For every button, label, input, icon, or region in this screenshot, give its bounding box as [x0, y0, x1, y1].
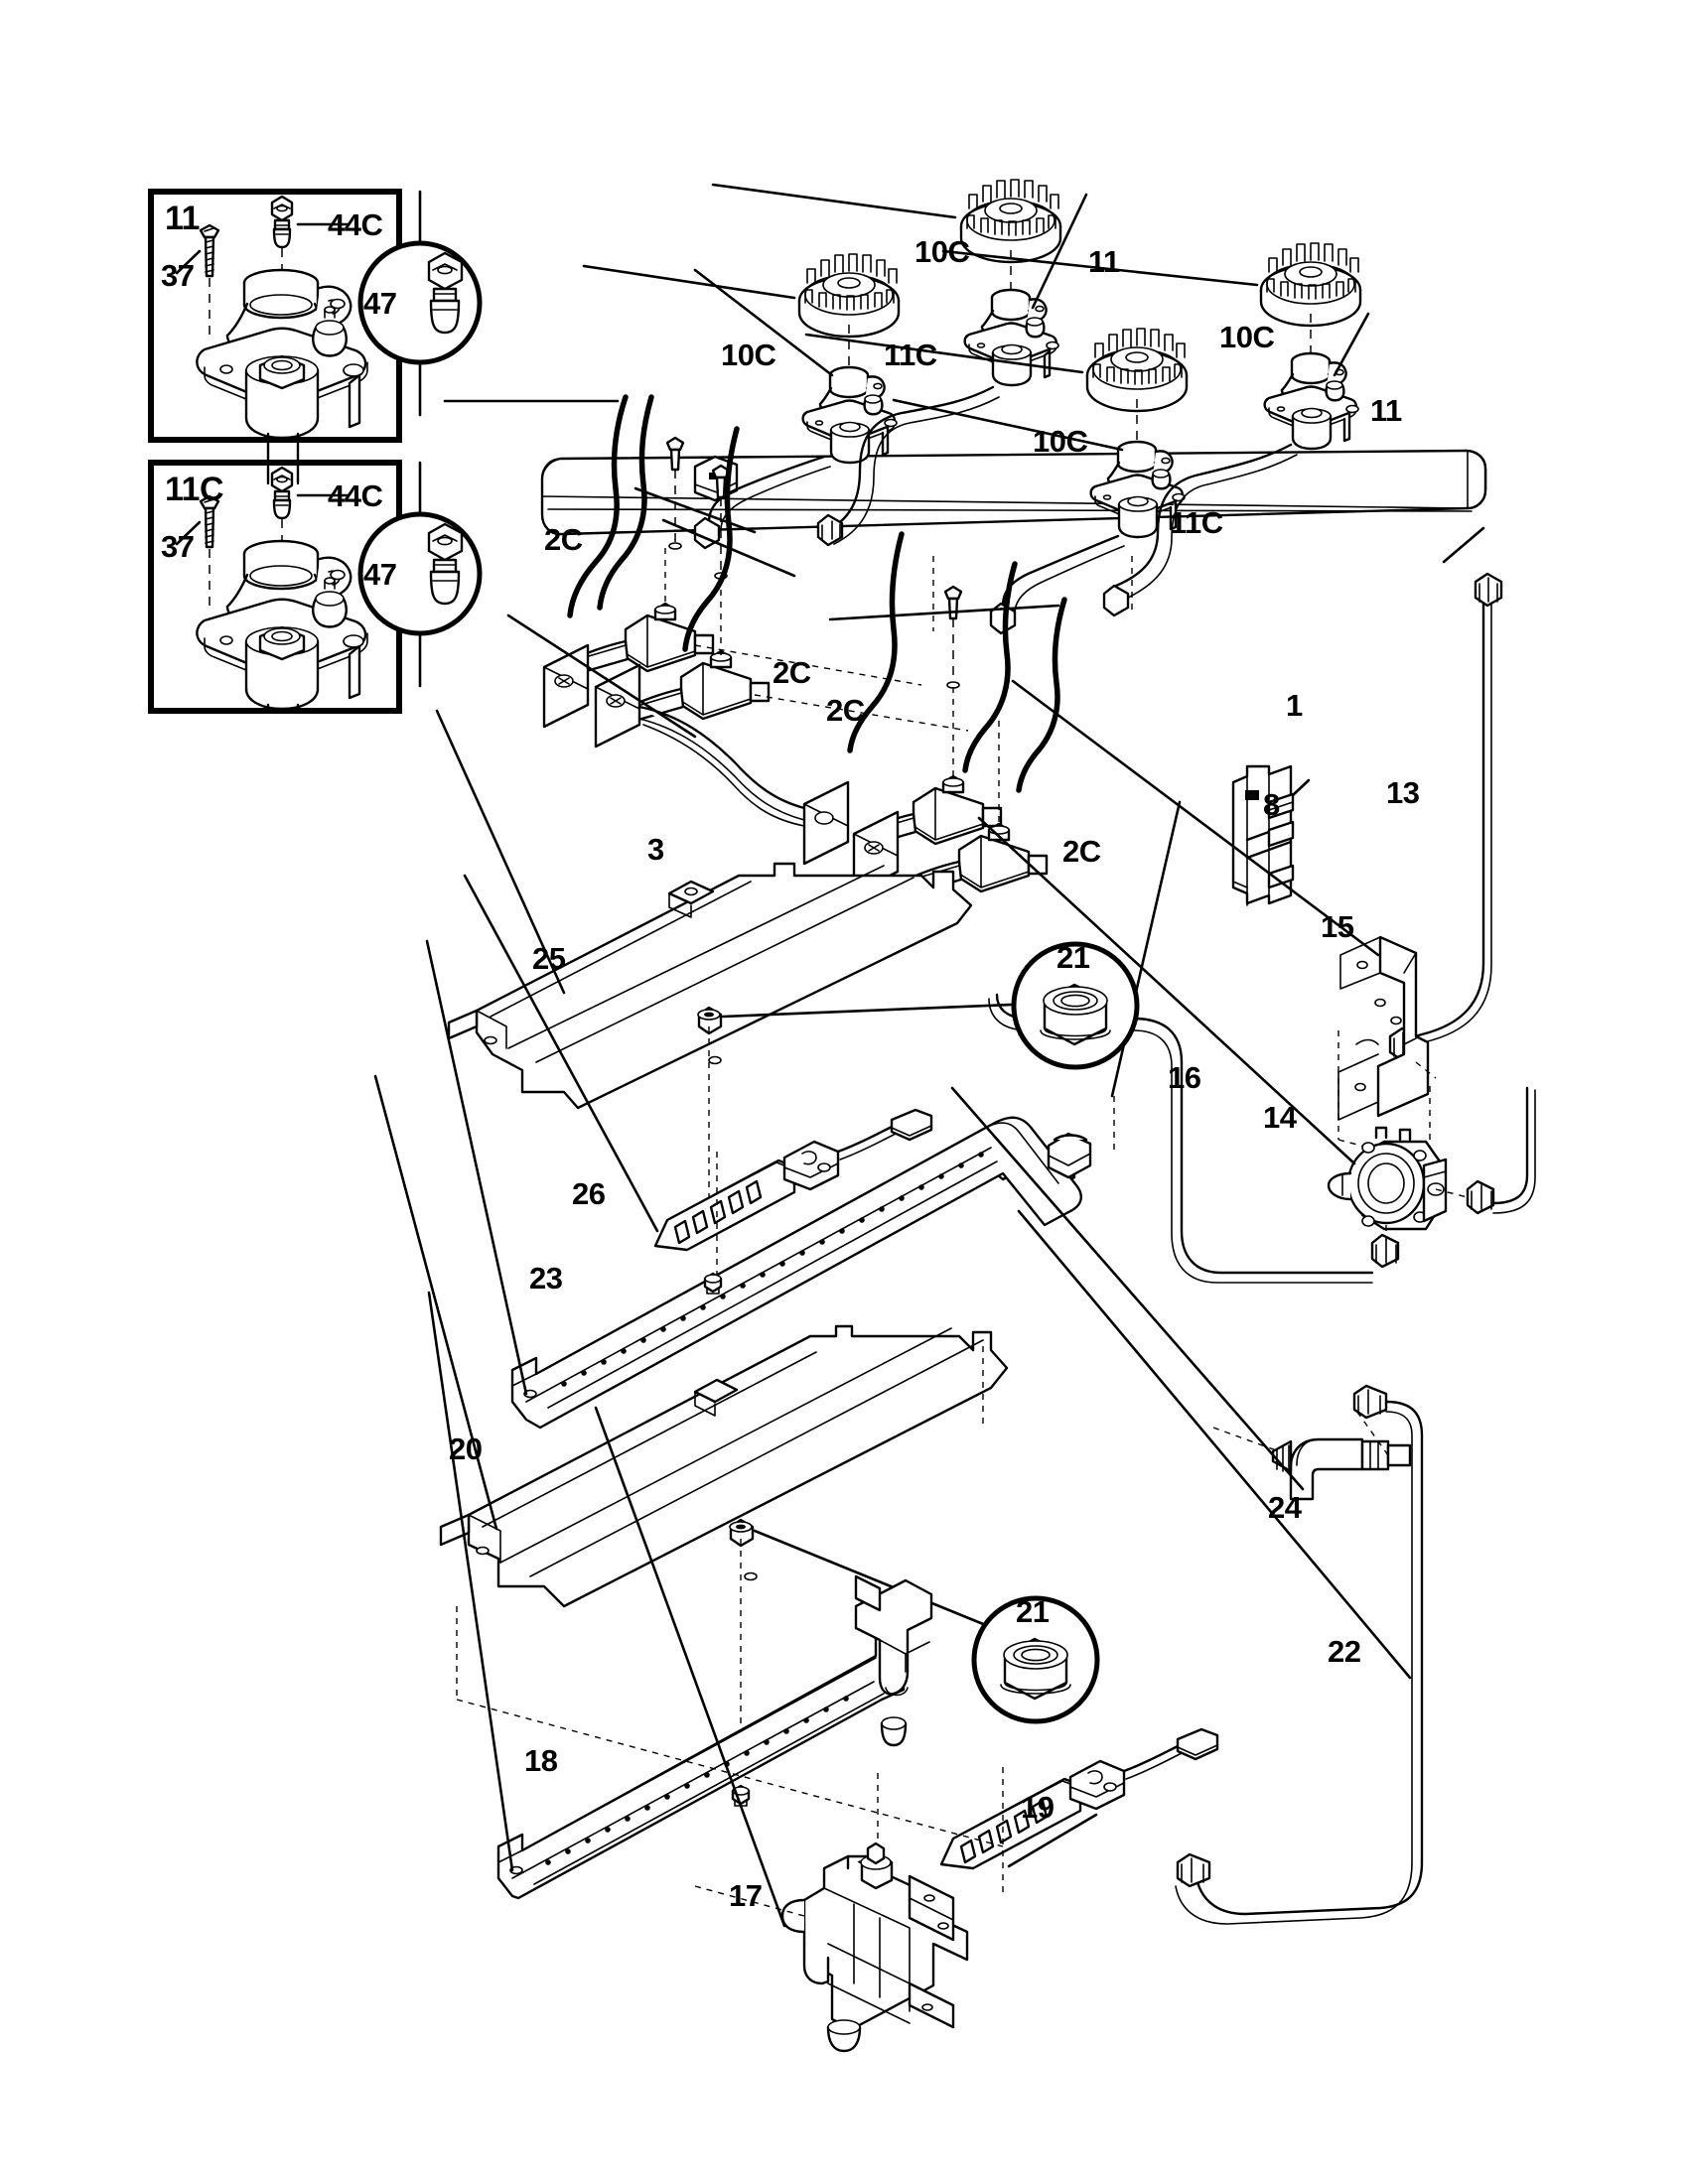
burner-feed-tubes [693, 385, 1298, 635]
valve-bracket-3 [542, 643, 900, 895]
broil-burner-18 [496, 1574, 933, 1900]
hex-flange-nut-icon-upper [1040, 983, 1111, 1046]
callout-13: 13 [1386, 775, 1420, 810]
inset-top-circle-label: 47 [363, 286, 397, 321]
callout-19: 19 [1021, 1790, 1055, 1825]
callout-2c-d: 2C [1062, 834, 1101, 869]
pressure-regulator-14 [1327, 1126, 1448, 1231]
orifice-47-icon-2 [427, 522, 464, 606]
burner-cap-10c-a [959, 179, 1062, 264]
callout-10c-b: 10C [721, 338, 776, 372]
broil-supply-tube-22 [1175, 1384, 1424, 1925]
inset-bottom-screw-label: 37 [161, 529, 195, 564]
callout-25: 25 [532, 941, 566, 976]
safety-valve-17 [780, 1842, 969, 2053]
oven-baffle-20 [439, 1324, 1009, 1608]
inset-id-11: 11 [165, 200, 200, 237]
detail-circle-21-lower [971, 1595, 1100, 1724]
hex-nut-upper [697, 1006, 723, 1035]
callout-14: 14 [1263, 1100, 1297, 1135]
callout-21-upper: 21 [1056, 940, 1090, 975]
callout-20: 20 [449, 1432, 483, 1466]
detail-circle-21-upper [1011, 941, 1140, 1070]
burner-cap-10c-c [1259, 242, 1362, 328]
broil-burner-screw [731, 1784, 751, 1807]
callout-8: 8 [1263, 787, 1280, 822]
callout-16: 16 [1168, 1060, 1201, 1095]
burner-head-11c-icon [196, 539, 368, 713]
callout-3: 3 [647, 832, 664, 867]
burner-cap-10c-b [797, 253, 901, 339]
orifice-44c-icon [270, 195, 294, 249]
inset-id-11c: 11C [165, 471, 224, 508]
callout-21-lower: 21 [1016, 1594, 1050, 1629]
igniter-wires-2c [567, 394, 1067, 793]
callout-1: 1 [1286, 688, 1303, 723]
inset-box-11 [148, 189, 483, 485]
regulator-outlet-fitting [1466, 1086, 1536, 1215]
hex-nut-lower [729, 1518, 755, 1548]
orifice-47-icon [427, 251, 464, 335]
callout-2c-a: 2C [544, 522, 583, 557]
valve-alignment-lines [664, 548, 1133, 828]
callout-11-a: 11 [1088, 244, 1120, 279]
callout-18: 18 [524, 1743, 558, 1778]
callout-15: 15 [1321, 909, 1354, 944]
orifice-44c-icon-2 [270, 466, 294, 520]
callout-10c-a: 10C [914, 234, 970, 269]
callout-11c-a: 11C [884, 338, 937, 372]
bake-burner-23 [510, 1116, 1092, 1430]
callout-10c-d: 10C [1033, 424, 1088, 459]
callout-22: 22 [1328, 1634, 1361, 1669]
inset-bottom-circle-label: 47 [363, 557, 397, 592]
inset-top-screw-label: 37 [161, 258, 195, 293]
burner-cap-10c-d [1085, 328, 1189, 413]
spark-module-8 [1231, 764, 1295, 906]
oven-igniter-26 [653, 1108, 933, 1252]
callout-17: 17 [729, 1878, 763, 1913]
screw-37-icon-2 [199, 494, 220, 549]
burner-head-11-icon [196, 268, 368, 485]
inset-top-orifice-label: 44C [328, 207, 383, 242]
regulator-inlet-fitting [1370, 1233, 1400, 1269]
callout-11-b: 11 [1370, 393, 1402, 428]
manifold-pipe-1 [540, 449, 1487, 536]
screw-37-icon [199, 223, 220, 278]
callout-11c-b: 11C [1170, 505, 1223, 540]
oven-baffle-25 [447, 862, 973, 1110]
gas-valves [564, 602, 1049, 897]
callout-2c-c: 2C [826, 693, 865, 728]
burner-head-11-b [1263, 351, 1359, 451]
burner-head-11c-a [801, 365, 898, 465]
oven-igniter-19 [939, 1727, 1219, 1870]
callout-24: 24 [1268, 1490, 1302, 1525]
elbow-fitting-24 [1271, 1437, 1412, 1501]
inset-bottom-orifice-label: 44C [328, 478, 383, 513]
burner-head-11-a [963, 288, 1059, 387]
hex-flange-nut-icon-lower [1000, 1637, 1071, 1701]
inset-box-11c [148, 460, 483, 714]
callout-23: 23 [529, 1261, 563, 1296]
callout-2c-b: 2C [773, 655, 811, 690]
bake-burner-screw [703, 1272, 723, 1295]
callout-10c-c: 10C [1219, 320, 1275, 354]
regulator-bracket-15 [1337, 935, 1437, 1164]
callout-26: 26 [572, 1176, 606, 1211]
detail-circle-47-2 [357, 511, 483, 636]
